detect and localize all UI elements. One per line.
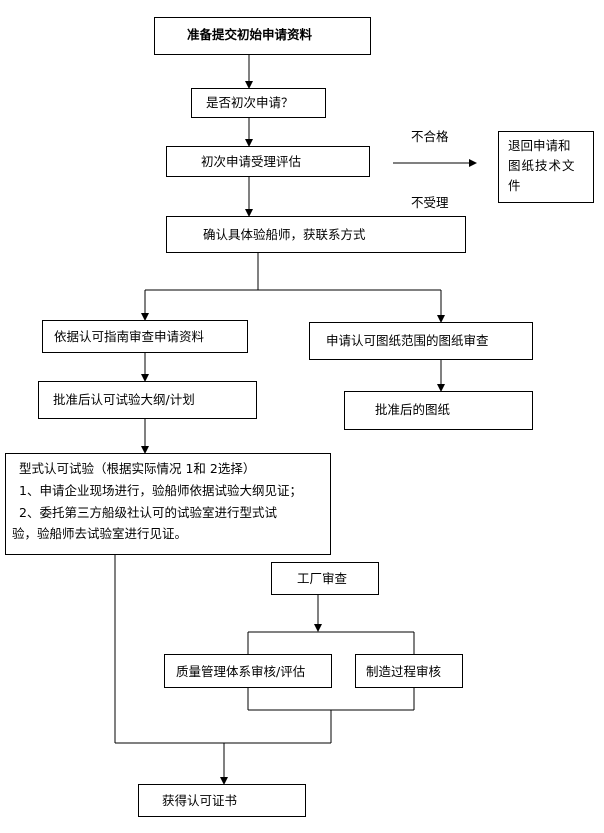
manufacturing-audit-label: 制造过程审核 [366, 664, 442, 679]
factory-review-label: 工厂审查 [297, 571, 348, 586]
confirm-label: 确认具体验船师，获联系方式 [203, 227, 366, 242]
return-label-line1: 退回申请和 [508, 138, 571, 153]
review-drawings-label: 申请认可图纸范围的图纸审查 [326, 333, 489, 348]
type-test-option1: 1、申请企业现场进行，验船师依据试验大纲见证； [19, 483, 302, 498]
confirm-box: 确认具体验船师，获联系方式 [166, 216, 466, 253]
type-test-option2-line1: 2、委托第三方船级社认可的试验室进行型式试 [19, 505, 277, 520]
approve-plan-box: 批准后认可试验大纲/计划 [38, 381, 257, 419]
unqualified-label: 不合格 [411, 129, 449, 144]
type-test-option2-line2: 验，验船师去试验室进行见证。 [12, 526, 188, 541]
return-label-line2: 图纸技术文 [508, 158, 576, 173]
evaluate-label: 初次申请受理评估 [201, 154, 302, 169]
approved-drawings-label: 批准后的图纸 [375, 402, 451, 417]
approved-drawings-box: 批准后的图纸 [344, 391, 533, 430]
prepare-label: 准备提交初始申请资料 [187, 27, 313, 42]
review-docs-label: 依据认可指南审查申请资料 [54, 329, 205, 344]
type-test-title: 型式认可试验（根据实际情况 1和 2选择） [19, 461, 256, 476]
factory-review-box: 工厂审查 [271, 562, 379, 595]
quality-audit-box: 质量管理体系审核/评估 [164, 654, 332, 688]
certificate-box: 获得认可证书 [138, 784, 306, 817]
evaluate-box: 初次申请受理评估 [166, 146, 370, 177]
quality-audit-label: 质量管理体系审核/评估 [176, 664, 306, 679]
manufacturing-audit-box: 制造过程审核 [355, 654, 463, 688]
return-box: 退回申请和 图纸技术文 件 [498, 131, 594, 203]
prepare-box: 准备提交初始申请资料 [154, 17, 371, 55]
type-test-box: 型式认可试验（根据实际情况 1和 2选择） 1、申请企业现场进行，验船师依据试验… [5, 453, 331, 555]
review-drawings-box: 申请认可图纸范围的图纸审查 [309, 322, 533, 360]
certificate-label: 获得认可证书 [162, 793, 238, 808]
first-application-box: 是否初次申请？ [191, 88, 326, 118]
review-docs-box: 依据认可指南审查申请资料 [42, 320, 248, 353]
approve-plan-label: 批准后认可试验大纲/计划 [53, 392, 195, 407]
return-label-line3: 件 [508, 178, 521, 193]
first-application-label: 是否初次申请？ [206, 95, 294, 110]
not-accepted-label: 不受理 [411, 195, 449, 210]
